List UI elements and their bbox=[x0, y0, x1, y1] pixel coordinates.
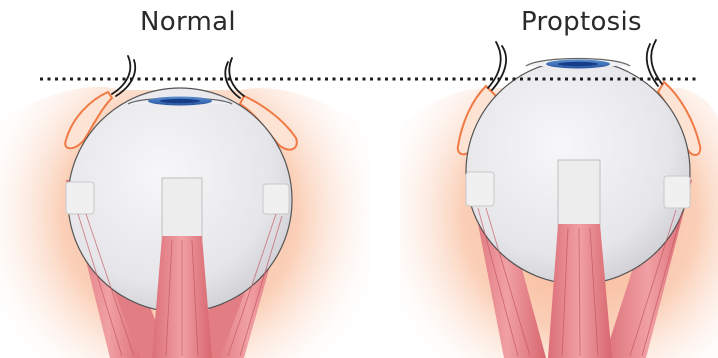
proptosis-pupil bbox=[558, 62, 598, 66]
normal-optic-tendon bbox=[162, 178, 202, 238]
proptosis-lateral-tendon bbox=[466, 172, 494, 206]
normal-pupil bbox=[160, 99, 200, 103]
normal-lateral-tendon bbox=[66, 182, 94, 214]
proptosis-optic-tendon bbox=[558, 160, 600, 226]
normal-label: Normal bbox=[140, 7, 236, 37]
proptosis-eye-illustration bbox=[400, 40, 718, 358]
normal-medial-tendon bbox=[263, 184, 289, 214]
proptosis-medial-tendon bbox=[664, 176, 690, 208]
proptosis-label: Proptosis bbox=[521, 7, 642, 37]
normal-eye-illustration bbox=[0, 56, 370, 358]
